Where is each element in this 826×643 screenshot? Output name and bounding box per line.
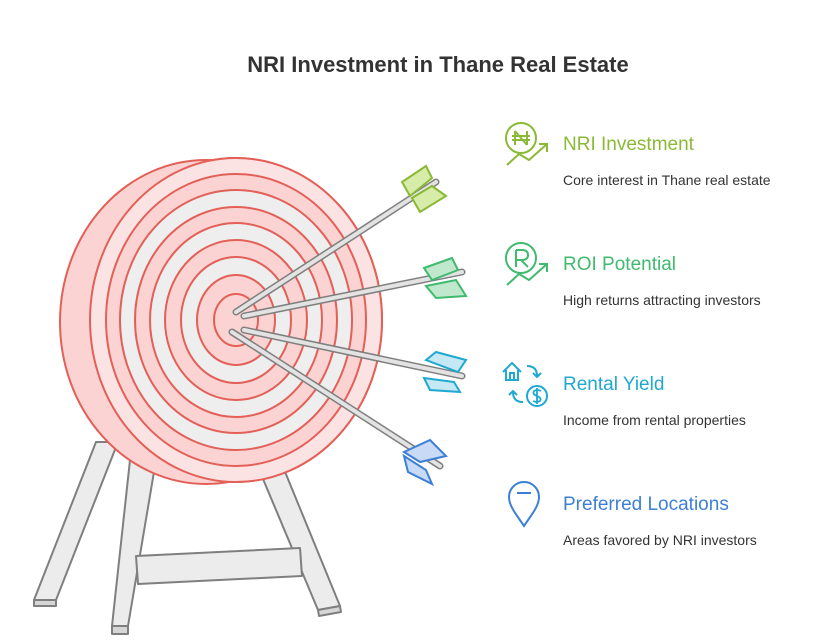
item-description: High returns attracting investors (563, 292, 761, 308)
arrow-rental-yield (240, 326, 468, 394)
page-title: NRI Investment in Thane Real Estate (247, 52, 629, 77)
house-dollar-exchange-icon (502, 361, 548, 407)
arrow-nri-investment (232, 164, 448, 316)
map-pin-icon (507, 481, 541, 528)
target-board (59, 157, 383, 485)
item-description: Income from rental properties (563, 412, 746, 428)
item-title: ROI Potential (563, 254, 676, 275)
item-description: Areas favored by NRI investors (563, 532, 757, 548)
arrow-roi-potential (240, 256, 468, 320)
item-title: Rental Yield (563, 374, 665, 395)
item-title: Preferred Locations (563, 494, 729, 515)
item-title: NRI Investment (563, 134, 694, 155)
rupee-growth-icon (505, 242, 548, 286)
rupee-growth-icon (505, 122, 548, 166)
item-description: Core interest in Thane real estate (563, 172, 771, 188)
arrow-preferred-locations (228, 328, 448, 487)
